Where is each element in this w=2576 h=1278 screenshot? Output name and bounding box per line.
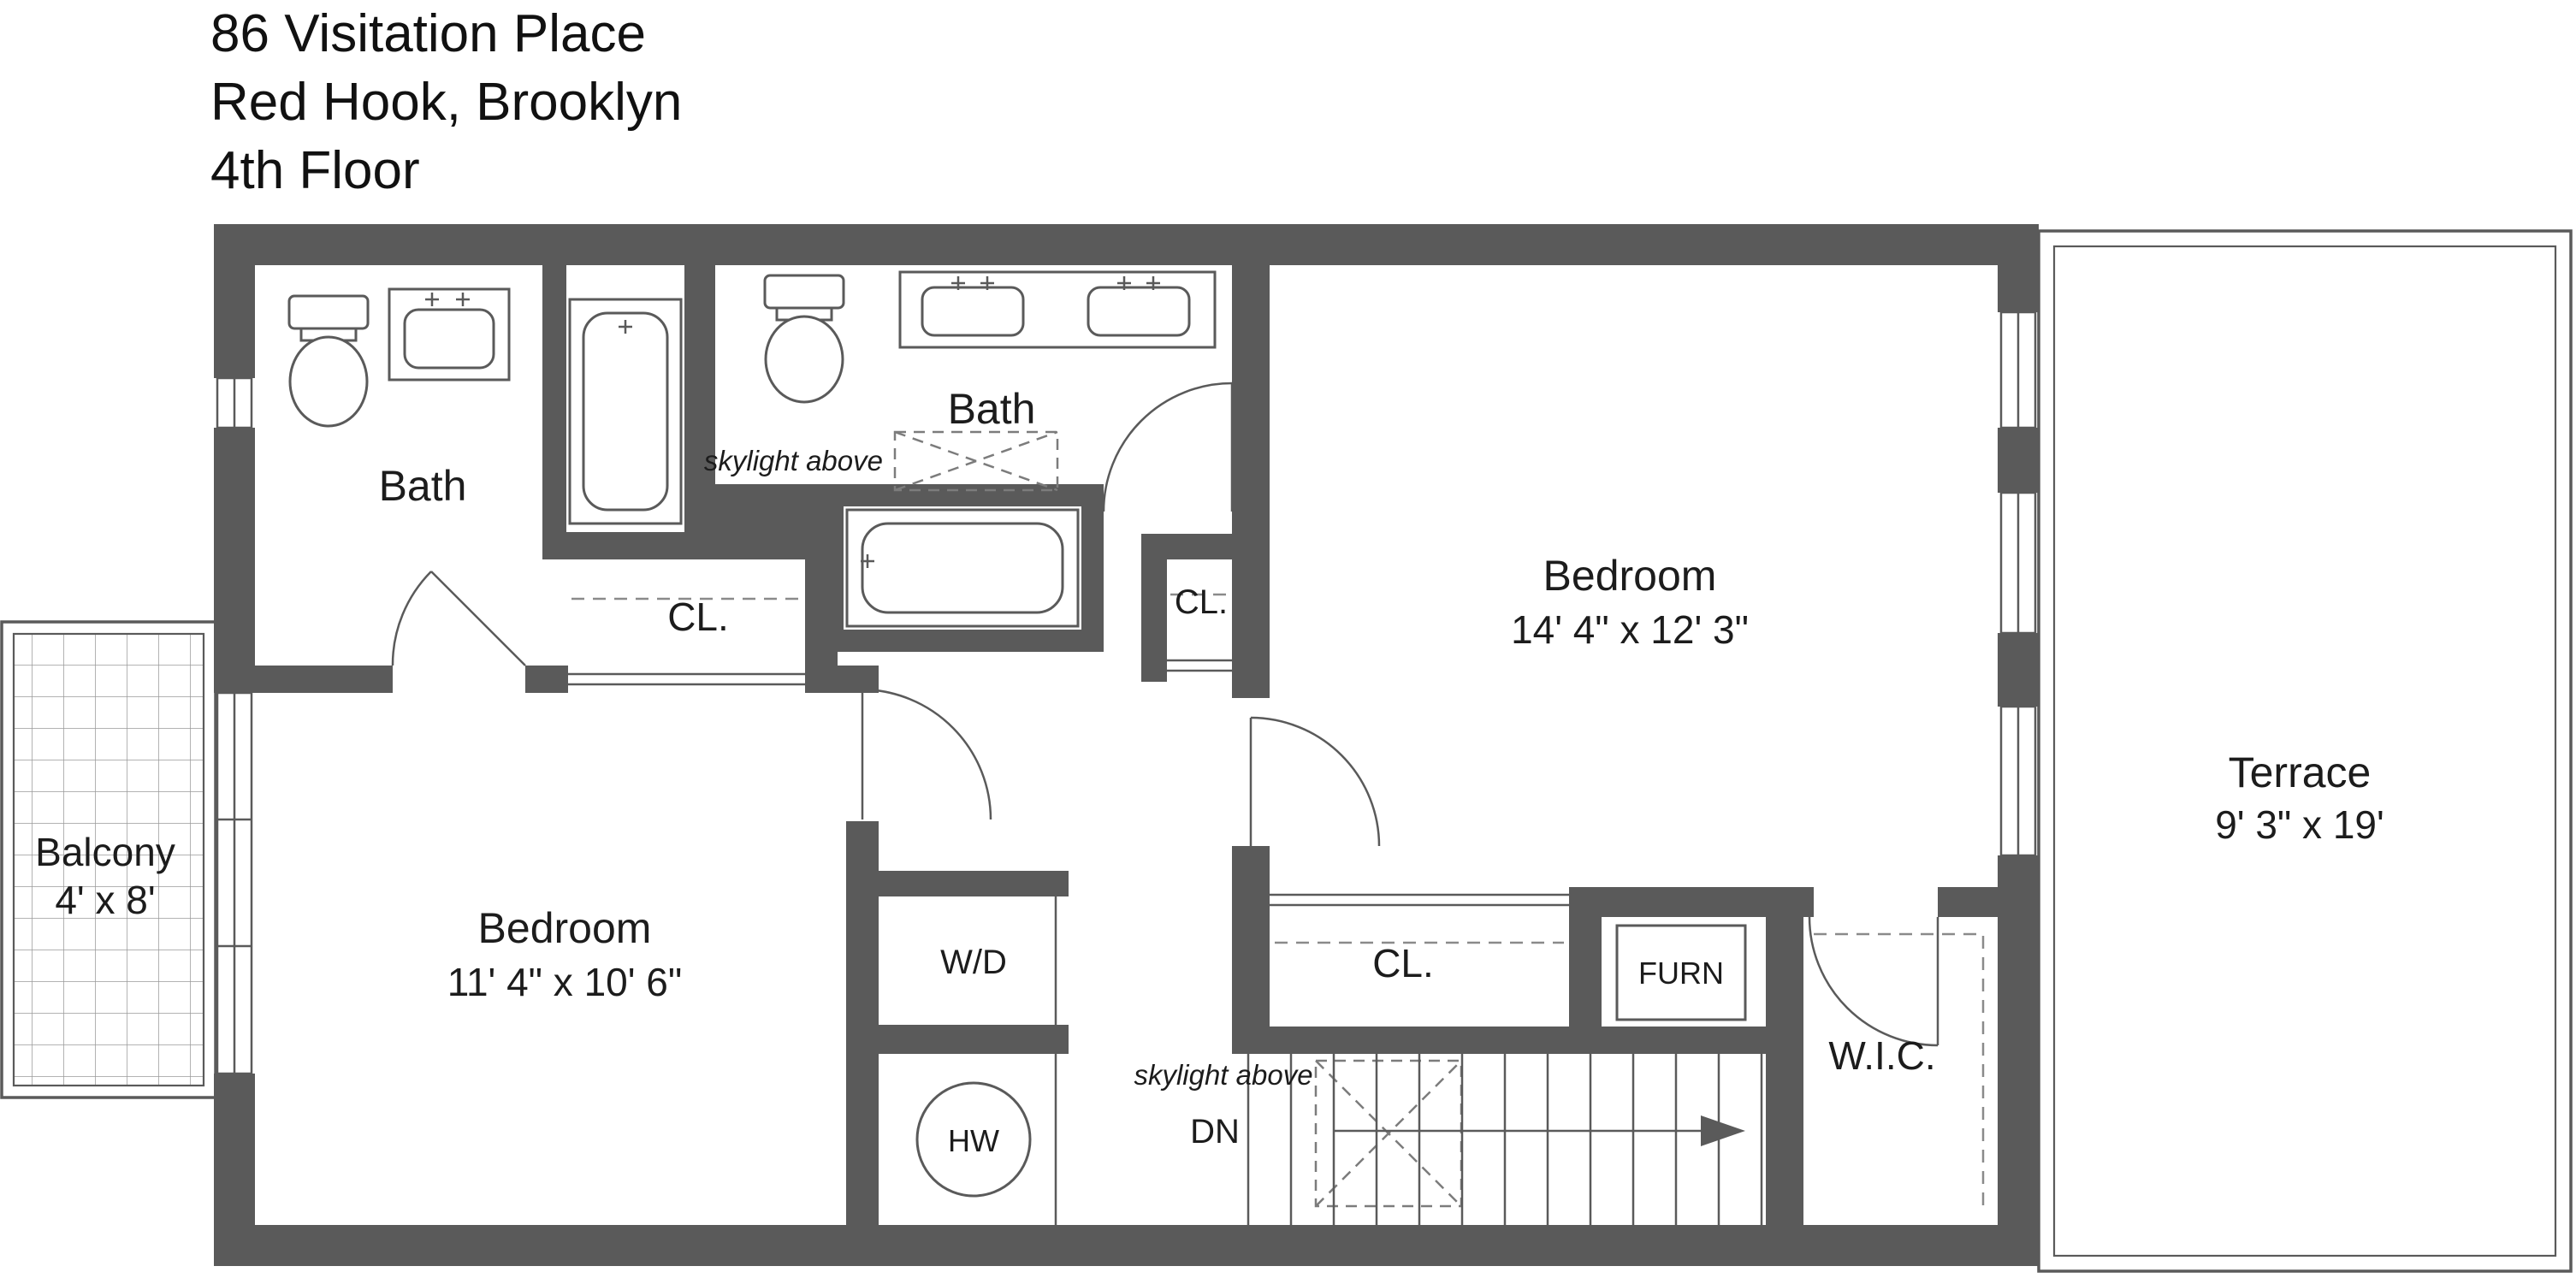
room-label-bedroom-left: Bedroom xyxy=(478,904,652,952)
window-bedroom-right-1 xyxy=(1999,311,2037,429)
balcony xyxy=(0,620,217,1099)
window-bath-left xyxy=(216,376,253,429)
room-dims-bedroom-left: 11' 4" x 10' 6" xyxy=(447,960,682,1004)
wall-segment xyxy=(1998,633,2039,707)
door-walk-in-closet xyxy=(1808,916,1939,1047)
wall-segment xyxy=(1938,887,2039,917)
wall-segment xyxy=(255,666,393,693)
room-label-terrace: Terrace xyxy=(2229,748,2372,796)
window-bedroom-right-2 xyxy=(1999,491,2037,635)
stair-direction-arrow xyxy=(1335,1115,1745,1146)
wall-segment xyxy=(1232,846,1270,1052)
wall-segment xyxy=(879,871,1069,896)
wall-segment xyxy=(214,428,255,693)
room-label-bath-center: Bath xyxy=(948,385,1036,433)
windows xyxy=(216,311,2037,1075)
room-label-bath-left: Bath xyxy=(379,462,467,510)
bathtub-icon xyxy=(568,298,683,525)
room-label-bedroom-right: Bedroom xyxy=(1543,552,1717,600)
wall-segment xyxy=(1569,917,1602,1027)
wall-segment xyxy=(684,484,821,559)
skylight-stairs-label: skylight above xyxy=(1134,1059,1312,1091)
wall-segment xyxy=(1141,534,1232,559)
room-label-closet-middle: CL. xyxy=(1175,583,1228,621)
door-bedroom-left xyxy=(861,688,992,820)
wall-segment xyxy=(1232,1027,1774,1054)
wall-segment xyxy=(525,666,568,693)
toilet-icon xyxy=(763,274,845,404)
terrace-inner-rail xyxy=(2052,245,2557,1257)
balcony-deck-grid xyxy=(12,632,205,1087)
room-dims-balcony: 4' x 8' xyxy=(55,878,155,922)
wall-segment xyxy=(1998,855,2039,1266)
balcony-outer-rail xyxy=(0,620,217,1099)
doors xyxy=(391,382,1939,1047)
wall-segment xyxy=(214,1074,255,1266)
sink-icon xyxy=(388,287,511,382)
room-label-washer-dryer: W/D xyxy=(940,944,1007,981)
wall-segment xyxy=(1998,224,2039,312)
terrace-outer-rail xyxy=(2037,229,2573,1273)
openings xyxy=(568,659,1569,1225)
door-bedroom-right xyxy=(1249,716,1381,847)
double-sink-icon xyxy=(898,270,1217,349)
toilet-icon xyxy=(287,294,370,428)
door-bath-center xyxy=(1102,382,1234,512)
plan-title-line3: 4th Floor xyxy=(210,141,420,200)
room-label-walk-in-closet: W.I.C. xyxy=(1828,1033,1935,1078)
plan-title-line1: 86 Visitation Place xyxy=(210,4,646,63)
room-label-furnace: FURN xyxy=(1638,956,1724,991)
wall-segment xyxy=(542,265,566,559)
terrace xyxy=(2037,229,2573,1273)
bathtub-icon xyxy=(844,506,1081,630)
wall-segment xyxy=(214,1225,2039,1266)
wall-segment xyxy=(1766,887,1803,1225)
wall-segment xyxy=(214,224,255,378)
fixtures xyxy=(287,270,1747,1198)
wall-segment xyxy=(1998,428,2039,493)
skylight-stairs-icon xyxy=(1314,1059,1463,1208)
wall-segment xyxy=(1232,265,1270,510)
room-dims-bedroom-right: 14' 4" x 12' 3" xyxy=(1511,607,1749,652)
wall-segment xyxy=(846,666,879,691)
wall-segment xyxy=(214,224,2039,265)
room-label-closet-top: CL. xyxy=(667,595,729,639)
wall-segment xyxy=(1232,510,1270,698)
hot-water-heater-icon xyxy=(915,1081,1032,1198)
skylights xyxy=(893,430,1463,1208)
skylight-bath-label: skylight above xyxy=(704,445,883,476)
window-bedroom-right-3 xyxy=(1999,705,2037,857)
door-bath-left xyxy=(391,571,526,666)
room-label-balcony: Balcony xyxy=(35,830,175,874)
wall-segment xyxy=(879,1025,1069,1054)
furnace-icon xyxy=(1615,924,1747,1021)
walk-in-closet-rod xyxy=(1814,932,1985,1208)
stair-direction-label: DN xyxy=(1190,1113,1240,1151)
balcony-glass-door xyxy=(216,691,253,1075)
stairs xyxy=(1247,1054,1763,1225)
wall-segment xyxy=(846,821,879,1225)
skylight-bath-icon xyxy=(893,430,1059,492)
room-label-closet-bottom: CL. xyxy=(1372,941,1434,985)
room-dims-terrace: 9' 3" x 19' xyxy=(2215,802,2384,847)
exterior-walls xyxy=(214,224,2039,1266)
room-label-hot-water: HW xyxy=(948,1123,999,1158)
plan-title-line2: Red Hook, Brooklyn xyxy=(210,73,682,132)
closet-rods xyxy=(571,593,1985,1208)
wall-segment xyxy=(1141,654,1167,682)
labels: 86 Visitation Place Red Hook, Brooklyn 4… xyxy=(35,4,2384,1158)
